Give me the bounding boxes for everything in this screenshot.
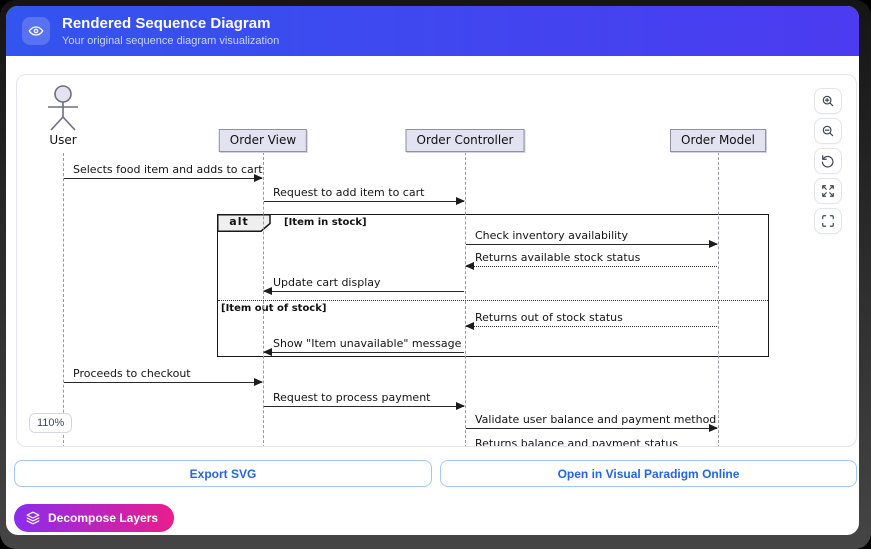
zoom-in-icon — [821, 94, 835, 108]
message-line — [466, 266, 717, 267]
message-line — [64, 382, 262, 383]
message-label: Returns available stock status — [475, 251, 640, 264]
page-title: Rendered Sequence Diagram — [62, 15, 279, 33]
viewer-controls — [814, 88, 842, 234]
participant-box: Order View — [219, 129, 307, 152]
zoom-in-button[interactable] — [814, 88, 842, 114]
sequence-diagram: alt [Item in stock] [Item out of stock] … — [17, 75, 856, 446]
export-svg-button[interactable]: Export SVG — [14, 460, 432, 487]
message-arrowhead — [456, 402, 465, 410]
message-arrowhead — [456, 197, 465, 205]
participant-box: Order Controller — [406, 129, 525, 152]
message-label: Request to process payment — [273, 391, 431, 404]
fullscreen-button[interactable] — [814, 208, 842, 234]
zoom-out-icon — [821, 124, 835, 138]
message-label: Returns out of stock status — [475, 311, 623, 324]
message-arrowhead — [709, 240, 718, 248]
lifeline — [63, 153, 64, 446]
guard-item-out-of-stock: [Item out of stock] — [221, 303, 326, 314]
diagram-viewer: alt [Item in stock] [Item out of stock] … — [16, 74, 857, 447]
message-arrowhead — [263, 287, 272, 295]
fullscreen-icon — [821, 214, 835, 228]
card-header: Rendered Sequence Diagram Your original … — [6, 6, 859, 56]
message-label: Selects food item and adds to cart — [73, 163, 263, 176]
alt-divider — [218, 300, 768, 301]
message-line — [264, 201, 464, 202]
lifeline — [465, 152, 466, 446]
page-subtitle: Your original sequence diagram visualiza… — [62, 34, 279, 48]
zoom-level-badge: 110% — [29, 413, 72, 433]
message-line — [466, 244, 717, 245]
zoom-out-button[interactable] — [814, 118, 842, 144]
lifeline — [718, 152, 719, 446]
message-label: Request to add item to cart — [273, 186, 424, 199]
message-arrowhead — [465, 322, 474, 330]
guard-item-in-stock: [Item in stock] — [284, 217, 367, 228]
expand-icon — [821, 184, 835, 198]
message-arrowhead — [263, 348, 272, 356]
actor-figure — [45, 85, 81, 133]
eye-icon — [22, 17, 50, 45]
message-label: Show "Item unavailable" message — [273, 337, 461, 350]
rotate-ccw-icon — [821, 154, 835, 168]
message-line — [466, 428, 717, 429]
rendered-diagram-card: Rendered Sequence Diagram Your original … — [6, 6, 859, 535]
message-label: Returns balance and payment status — [475, 437, 678, 446]
lifeline — [263, 152, 264, 446]
reset-view-button[interactable] — [814, 148, 842, 174]
header-text: Rendered Sequence Diagram Your original … — [62, 15, 279, 48]
decompose-layers-label: Decompose Layers — [48, 511, 158, 525]
layers-icon — [26, 511, 40, 525]
participant-box: Order Model — [670, 129, 766, 152]
message-label: Check inventory availability — [475, 229, 628, 242]
message-line — [466, 326, 717, 327]
message-arrowhead — [465, 262, 474, 270]
message-label: Proceeds to checkout — [73, 367, 191, 380]
message-line — [264, 291, 464, 292]
message-line — [264, 406, 464, 407]
open-visual-paradigm-button[interactable]: Open in Visual Paradigm Online — [440, 460, 857, 487]
message-label: Validate user balance and payment method — [475, 413, 716, 426]
expand-button[interactable] — [814, 178, 842, 204]
actor-label: User — [49, 133, 76, 147]
message-line — [64, 178, 262, 179]
decompose-layers-button[interactable]: Decompose Layers — [14, 504, 174, 532]
alt-operator-label: alt — [217, 215, 261, 228]
message-arrowhead — [254, 378, 263, 386]
message-label: Update cart display — [273, 276, 381, 289]
message-line — [264, 352, 464, 353]
